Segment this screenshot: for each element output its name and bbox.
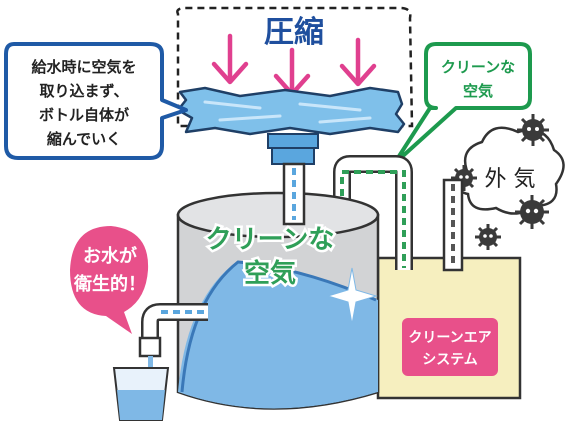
callout-line: 給水時に空気を	[31, 58, 136, 76]
squashed-bottle	[176, 86, 406, 136]
clean-air-system-label: クリーンエア システム	[402, 318, 498, 376]
compression-zone-outline	[176, 6, 414, 128]
callout-line: クリーンな	[441, 58, 515, 76]
water-callout-line: お水が	[83, 245, 137, 267]
callout-line: ボトル自体が	[39, 106, 130, 124]
water-bag-outline	[180, 260, 377, 393]
compress-label: 圧縮	[264, 15, 324, 50]
tank-label-line: クリーンな	[206, 225, 335, 255]
compression-arrow-icon	[339, 37, 377, 87]
water-callout-line: 衛生的！	[73, 273, 146, 295]
compression-arrow-icon	[211, 33, 249, 85]
outside-air-cloud: 外 気	[458, 126, 565, 215]
callout-water-hygienic: お水が 衛生的！	[70, 226, 149, 334]
compression-arrow-icon	[273, 47, 311, 97]
bottle-neck	[271, 147, 315, 165]
bottle-crease	[203, 100, 372, 124]
tank-label-line: 空気	[244, 258, 296, 289]
germs	[451, 114, 549, 250]
germ-icon	[517, 114, 549, 146]
callout-line: 空気	[463, 82, 493, 100]
system-pipes	[333, 155, 464, 272]
callout-line: 取り込まず、	[40, 82, 129, 100]
germ-icon	[475, 224, 501, 250]
outside-air-label: 外 気	[485, 167, 536, 192]
glass-icon	[112, 367, 170, 421]
callout-no-air: 給水時に空気を 取り込まず、 ボトル自体が 縮んでいく	[4, 42, 188, 160]
water-volume	[178, 262, 378, 409]
germ-icon	[515, 195, 549, 229]
sparkle-icon	[326, 267, 378, 325]
system-label-line: システム	[422, 352, 478, 368]
callout-clean-air: クリーンな 空気	[392, 42, 532, 166]
feed-pipe	[282, 162, 306, 226]
system-label-line: クリーンエア	[408, 330, 491, 346]
water-tank	[176, 191, 380, 410]
callout-line: 縮んでいく	[47, 130, 121, 148]
bottle-cap	[267, 133, 319, 149]
faucet-icon	[138, 303, 208, 358]
